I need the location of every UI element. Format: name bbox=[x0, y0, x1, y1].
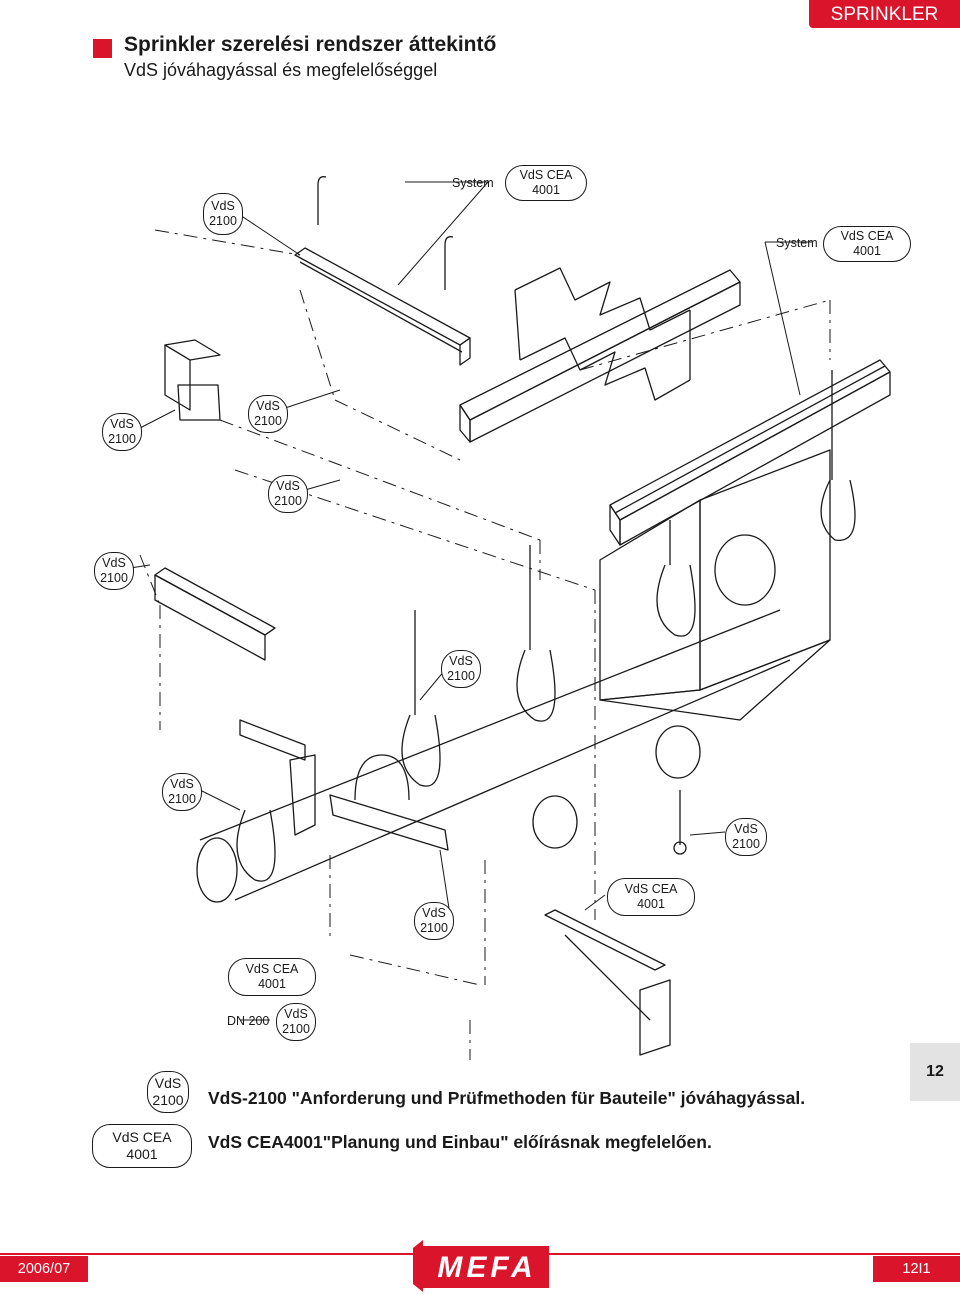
legend-text-vds-cea-4001: VdS CEA4001"Planung und Einbau" előírásn… bbox=[208, 1132, 712, 1152]
logo-shape bbox=[413, 1240, 549, 1292]
dn-label: DN 200 bbox=[227, 1014, 270, 1028]
callout-vds-2100: VdS 2100 bbox=[268, 475, 308, 513]
mefa-logo: MEFA bbox=[411, 1240, 551, 1292]
footer-page-number: 12I1 bbox=[873, 1256, 960, 1282]
legend-text-vds-2100: VdS-2100 "Anforderung und Prüfmethoden f… bbox=[208, 1088, 806, 1108]
wall-bracket bbox=[154, 567, 276, 661]
page-subtitle: VdS jóváhagyással és megfelelőséggel bbox=[124, 60, 438, 80]
title-marker bbox=[93, 39, 112, 58]
rail-channel-upper bbox=[294, 247, 471, 366]
trapezoid-sheet bbox=[514, 267, 691, 401]
callout-vds-cea-4001: VdS CEA 4001 bbox=[607, 878, 695, 916]
legend-badge-vds-2100: VdS 2100 bbox=[147, 1071, 189, 1113]
callout-vds-2100: VdS 2100 bbox=[162, 773, 202, 811]
system-label: System bbox=[776, 236, 818, 250]
callout-vds-cea-4001: VdS CEA 4001 bbox=[228, 958, 316, 996]
steel-beam bbox=[164, 339, 221, 421]
logo-text: MEFA bbox=[437, 1251, 537, 1284]
callout-vds-2100: VdS 2100 bbox=[102, 413, 142, 451]
callout-vds-2100: VdS 2100 bbox=[203, 193, 243, 235]
legend-badge-vds-cea-4001: VdS CEA 4001 bbox=[92, 1124, 192, 1168]
category-tab: SPRINKLER bbox=[809, 0, 960, 28]
callout-vds-2100: VdS 2100 bbox=[248, 395, 288, 433]
chapter-tab: 12 bbox=[910, 1043, 960, 1101]
system-label: System bbox=[452, 176, 494, 190]
callout-vds-2100: VdS 2100 bbox=[441, 650, 481, 688]
pipe-dn200 bbox=[196, 609, 791, 903]
assembly-drawing bbox=[129, 176, 891, 1060]
page-title: Sprinkler szerelési rendszer áttekintő bbox=[124, 33, 497, 56]
callout-vds-2100: VdS 2100 bbox=[94, 552, 134, 590]
callout-vds-2100: VdS 2100 bbox=[414, 902, 454, 940]
rail-channel-right bbox=[609, 359, 891, 546]
callout-vds-cea-4001: VdS CEA 4001 bbox=[505, 165, 587, 201]
concrete-block bbox=[599, 449, 831, 721]
callout-vds-2100: VdS 2100 bbox=[276, 1003, 316, 1041]
callout-vds-2100: VdS 2100 bbox=[725, 818, 767, 856]
rail-channel-middle bbox=[459, 269, 741, 443]
footer-date: 2006/07 bbox=[0, 1256, 88, 1282]
callout-vds-cea-4001: VdS CEA 4001 bbox=[823, 226, 911, 262]
